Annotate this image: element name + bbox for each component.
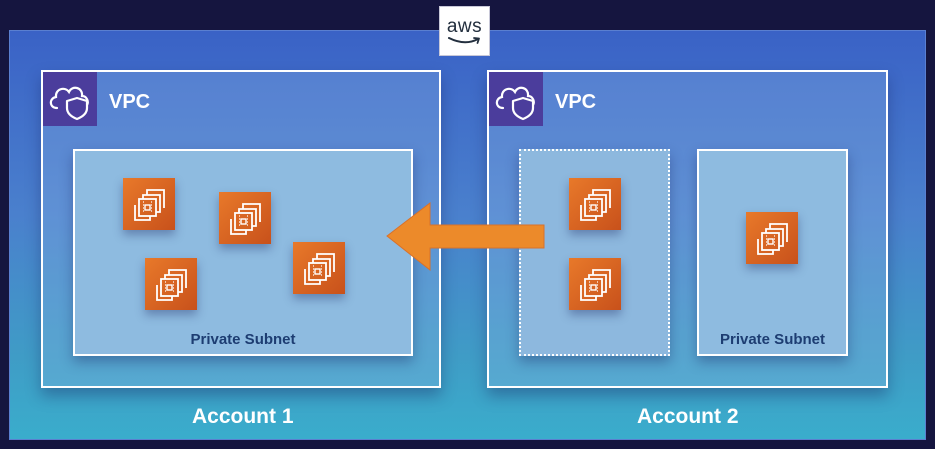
ec2-instance-icon [219, 192, 271, 244]
vpc-account-2: VPC Private Subnet [487, 70, 888, 388]
account-2-label: Account 2 [637, 405, 739, 428]
ec2-instance-icon [293, 242, 345, 294]
private-subnet-account-1: Private Subnet [73, 149, 413, 356]
subnet-label: Private Subnet [190, 331, 296, 348]
aws-logo: aws [439, 6, 490, 56]
aws-logo-text: aws [446, 16, 483, 37]
shared-subnet-dotted [519, 149, 670, 356]
private-subnet-account-2: Private Subnet [697, 149, 848, 356]
ec2-instance-icon [569, 258, 621, 310]
vpc-account-1: VPC Private Subnet [41, 70, 441, 388]
vpc-label: VPC [109, 91, 151, 113]
ec2-instance-icon [746, 212, 798, 264]
vpc-cloud-shield-icon [489, 72, 543, 126]
ec2-instance-icon [145, 258, 197, 310]
account-1-label: Account 1 [192, 405, 294, 428]
subnet-label: Private Subnet [719, 331, 826, 348]
vpc-cloud-shield-icon [43, 72, 97, 126]
ec2-instance-icon [569, 178, 621, 230]
ec2-instance-icon [123, 178, 175, 230]
vpc-label: VPC [555, 91, 597, 113]
arrow-left-icon [386, 201, 545, 272]
aws-smile-icon [447, 37, 480, 44]
